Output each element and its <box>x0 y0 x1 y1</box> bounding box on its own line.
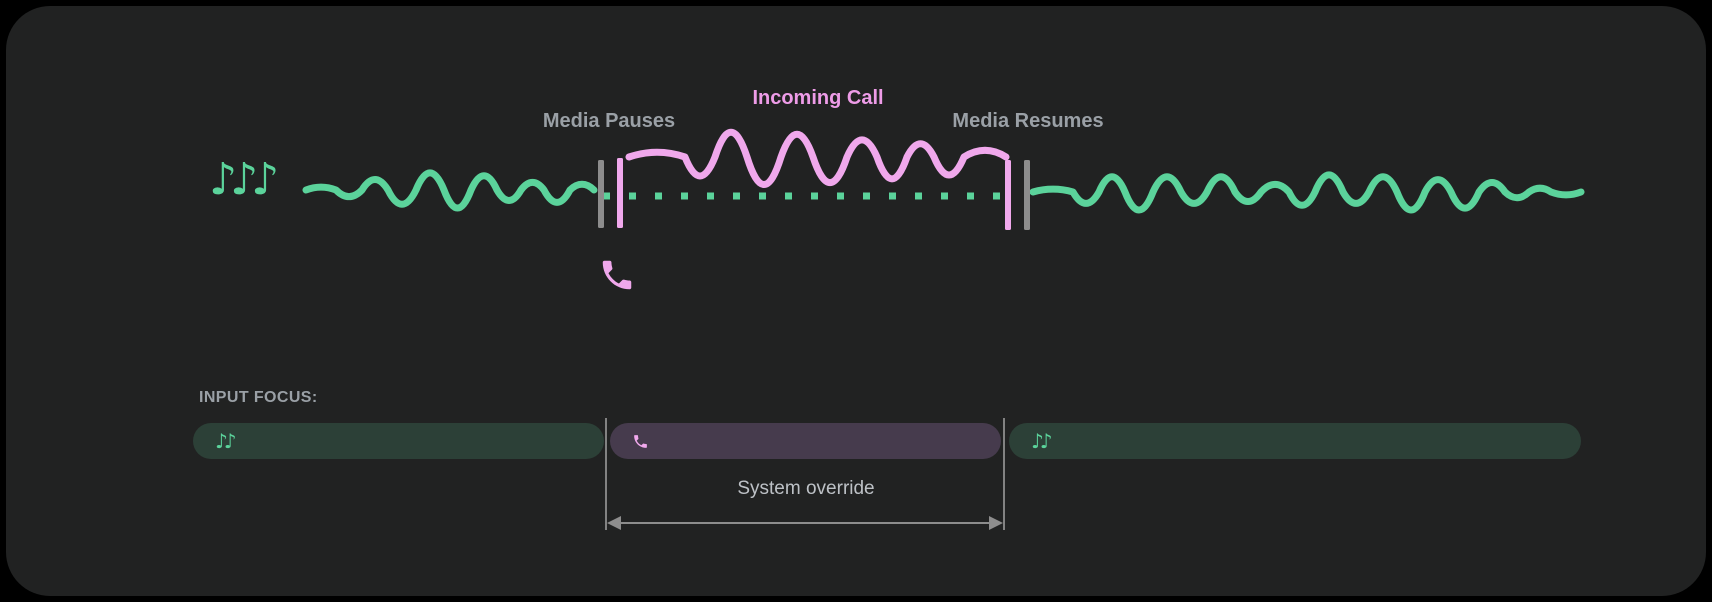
focus-bar-media-after: ♪♪ <box>1009 423 1581 459</box>
input-focus-heading: INPUT FOCUS: <box>199 389 318 406</box>
phone-icon <box>632 433 649 450</box>
phone-icon <box>598 256 636 294</box>
media-pauses-label: Media Pauses <box>542 110 676 132</box>
media-resumes-label: Media Resumes <box>952 110 1104 132</box>
resume-marker-pink <box>1005 160 1011 230</box>
media-wave-after <box>1029 171 1585 214</box>
override-bracket-right <box>1003 418 1005 530</box>
diagram-card: Media Pauses Incoming Call Media Resumes… <box>6 6 1706 596</box>
resume-marker-gray <box>1024 160 1030 230</box>
incoming-call-label: Incoming Call <box>752 87 884 109</box>
pause-marker-gray <box>598 160 604 228</box>
music-notes-icon: ♪♪ <box>215 429 236 453</box>
override-bracket-left <box>605 418 607 530</box>
media-wave-before <box>302 169 598 212</box>
call-wave <box>625 129 1010 188</box>
pause-marker-pink <box>617 158 623 228</box>
music-notes-icon: ♪♪ <box>1031 429 1052 453</box>
system-override-arrow <box>607 516 1003 530</box>
focus-bar-call <box>610 423 1001 459</box>
focus-bar-media-before: ♪♪ <box>193 423 604 459</box>
system-override-label: System override <box>737 478 875 499</box>
music-notes-icon: ♪♪♪ <box>209 154 279 205</box>
